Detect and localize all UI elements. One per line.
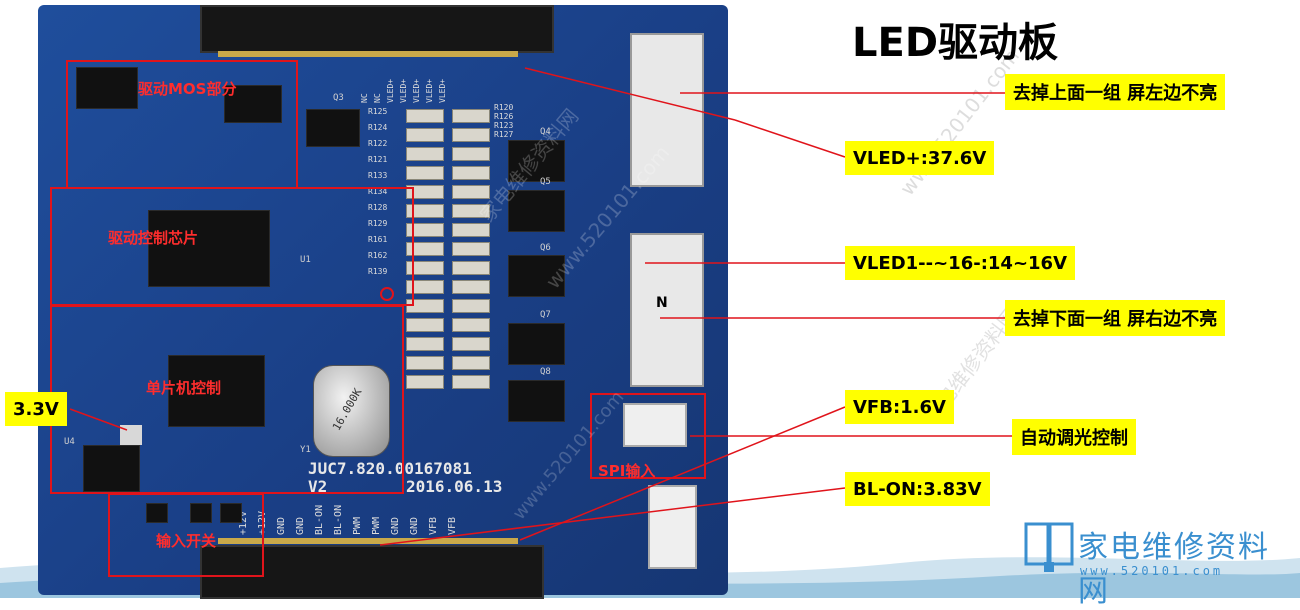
pin-label: VLED+ (438, 78, 447, 103)
mcu-chip (168, 355, 265, 427)
driver-ic-section-box (50, 187, 414, 306)
mosfet-q8 (508, 380, 565, 422)
mos-section-label: 驱动MOS部分 (138, 80, 237, 98)
mosfet-q7 (508, 323, 565, 365)
u4-label: U4 (64, 437, 75, 447)
board-date: 2016.06.13 (406, 477, 503, 496)
small-ic-top-left (76, 67, 138, 109)
callout-auto-dimming: 自动调光控制 (1012, 419, 1136, 455)
driver-ic-section-label: 驱动控制芯片 (108, 229, 199, 247)
logo-url: www.520101.com (1080, 564, 1224, 578)
mosfet-q3 (306, 109, 360, 147)
mcu-section-box (50, 305, 404, 494)
resistor-label: R161 (368, 235, 388, 244)
part-number: JUC7.820.00167081 (308, 459, 472, 478)
transistor-q102 (190, 503, 212, 523)
callout-remove-top-group: 去掉上面一组 屏左边不亮 (1005, 74, 1226, 110)
y1-label: Y1 (300, 445, 311, 455)
resistor-label: R122 (368, 139, 388, 148)
resistor-label: R127 (494, 130, 514, 139)
q-label: Q3 (333, 93, 344, 103)
resistor-label: R134 (368, 187, 388, 196)
pin-label: VLED+ (425, 78, 434, 103)
mosfet-q4 (508, 140, 565, 182)
mcu-section-label: 单片机控制 (146, 379, 222, 397)
pin-label: VLED+ (412, 78, 421, 103)
connector-n-mark: N (656, 295, 668, 311)
q-label: Q8 (540, 367, 551, 377)
resistor-label: R128 (368, 203, 388, 212)
crystal-y1 (313, 365, 390, 457)
board-version: V2 (308, 477, 328, 496)
callout-remove-bottom-group: 去掉下面一组 屏右边不亮 (1005, 300, 1226, 336)
top-header-connector (200, 5, 554, 53)
pin-label: NC (360, 93, 369, 103)
smd-resistor-array (406, 109, 494, 449)
callout-bl-on: BL-ON:3.83V (845, 472, 990, 506)
mosfet-q6 (508, 255, 565, 297)
resistor-label: R129 (368, 219, 388, 228)
top-pin-labels: NC NC VLED+ VLED+ VLED+ VLED+ VLED+ (360, 63, 540, 103)
input-switch-section-label: 输入开关 (156, 532, 217, 550)
led-driver-board-photo: NC NC VLED+ VLED+ VLED+ VLED+ VLED+ N +1… (38, 5, 728, 599)
page-title: LED驱动板 (852, 20, 1059, 66)
transistor-q103 (220, 503, 242, 523)
ffc-connector-bottom (630, 233, 704, 387)
transistor-q101 (146, 503, 168, 523)
regulator-u4 (83, 445, 140, 492)
pin-label: VLED+ (399, 78, 408, 103)
pin-label: VLED+ (386, 78, 395, 103)
site-logo: 家电维修资料网 www.520101.com (1024, 520, 1294, 609)
resistor-label: R162 (368, 251, 388, 260)
spi-section-label: SPI输入 (598, 462, 656, 480)
resistor-label: R125 (368, 107, 388, 116)
u1-label: U1 (300, 255, 311, 265)
resistor-column-left: R125 R124 R122 R121 R133 R134 R128 R129 … (368, 107, 408, 276)
callout-3v3: 3.3V (5, 392, 67, 426)
resistor-label: R124 (368, 123, 388, 132)
resistor-label: R123 (494, 121, 514, 130)
resistor-column-right: R120 R126 R123 R127 (494, 103, 534, 139)
side-connector-small (648, 485, 697, 569)
driver-control-ic-u1 (148, 210, 270, 287)
resistor-label: R121 (368, 155, 388, 164)
pin-label: NC (373, 93, 382, 103)
logo-icon (1024, 522, 1074, 572)
callout-vled-plus: VLED+:37.6V (845, 141, 995, 175)
q-label: Q6 (540, 243, 551, 253)
resistor-label: R126 (494, 112, 514, 121)
q-label: Q4 (540, 127, 551, 137)
callout-vled-minus: VLED1--~16-:14~16V (845, 246, 1076, 280)
q-label: Q5 (540, 177, 551, 187)
q-label: Q7 (540, 310, 551, 320)
callout-vfb: VFB:1.6V (845, 390, 954, 424)
resistor-label: R120 (494, 103, 514, 112)
small-ic-top-mid (224, 85, 282, 123)
mosfet-q5 (508, 190, 565, 232)
resistor-label: R133 (368, 171, 388, 180)
probe-circle (380, 287, 394, 301)
input-switch-section-box (108, 493, 264, 577)
resistor-label: R139 (368, 267, 388, 276)
